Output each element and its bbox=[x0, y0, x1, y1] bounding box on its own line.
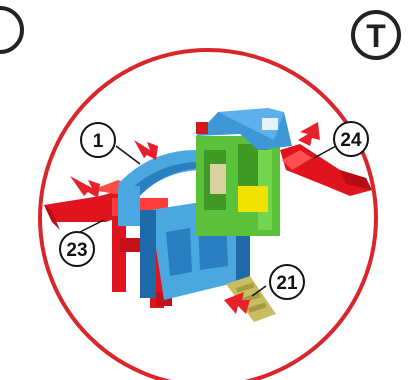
callout-1-number: 1 bbox=[93, 131, 104, 152]
callout-23: 23 bbox=[60, 232, 94, 266]
previous-step-badge-fragment bbox=[0, 8, 22, 52]
callout-24: 24 bbox=[334, 122, 368, 156]
step-badge-letter: T bbox=[366, 18, 386, 54]
callout-21: 21 bbox=[270, 265, 304, 299]
callout-23-number: 23 bbox=[66, 240, 87, 261]
callout-1: 1 bbox=[81, 123, 115, 157]
callout-24-number: 24 bbox=[340, 130, 362, 151]
callout-21-number: 21 bbox=[276, 273, 298, 294]
step-badge: T bbox=[353, 12, 399, 58]
